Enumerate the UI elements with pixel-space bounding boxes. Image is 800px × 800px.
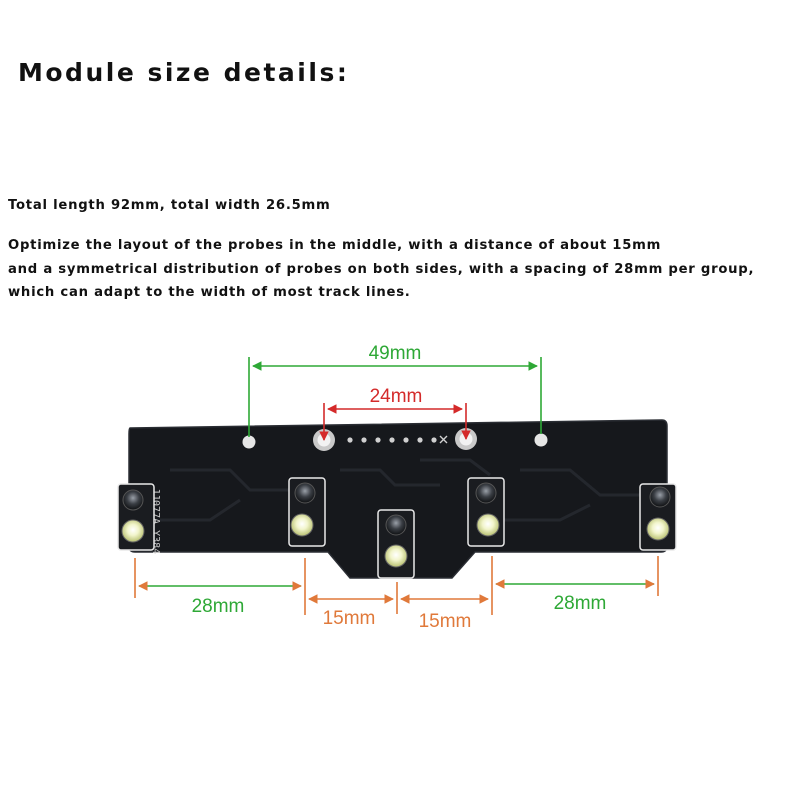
dimension-15mm-right: 15mm [400, 594, 489, 632]
probe-5 [639, 483, 677, 551]
probe-4 [467, 477, 505, 547]
pcb-board [128, 419, 668, 579]
dimension-28mm-right: 28mm [495, 579, 655, 614]
dimension-24mm: 24mm [319, 386, 471, 441]
description-line-1: Total length 92mm, total width 26.5mm [8, 198, 331, 213]
bottom-extension-lines [134, 556, 659, 615]
dimension-49mm-label: 49mm [369, 343, 422, 364]
probe-3 [377, 509, 415, 579]
probe-1 [117, 483, 155, 551]
description-line-3: and a symmetrical distribution of probes… [8, 262, 755, 277]
dimension-15mm-right-label: 15mm [419, 611, 472, 632]
dimension-15mm-left-label: 15mm [323, 608, 376, 629]
dimension-15mm-left: 15mm [308, 594, 394, 629]
dimension-28mm-left: 28mm [138, 581, 302, 617]
page-heading: Module size details: [18, 58, 350, 87]
dimension-28mm-left-label: 28mm [192, 596, 245, 617]
dimension-24mm-label: 24mm [370, 386, 423, 407]
header-pins [347, 435, 448, 444]
description-line-2: Optimize the layout of the probes in the… [8, 238, 662, 253]
silkscreen-label: JJ077A_Y384 [150, 488, 161, 554]
probe-2 [288, 477, 326, 547]
dimension-28mm-right-label: 28mm [554, 593, 607, 614]
dimension-49mm: 49mm [248, 343, 542, 437]
description-line-4: which can adapt to the width of most tra… [8, 285, 411, 300]
mount-hole-left-outer [242, 435, 256, 449]
mount-hole-right-outer [534, 433, 548, 447]
